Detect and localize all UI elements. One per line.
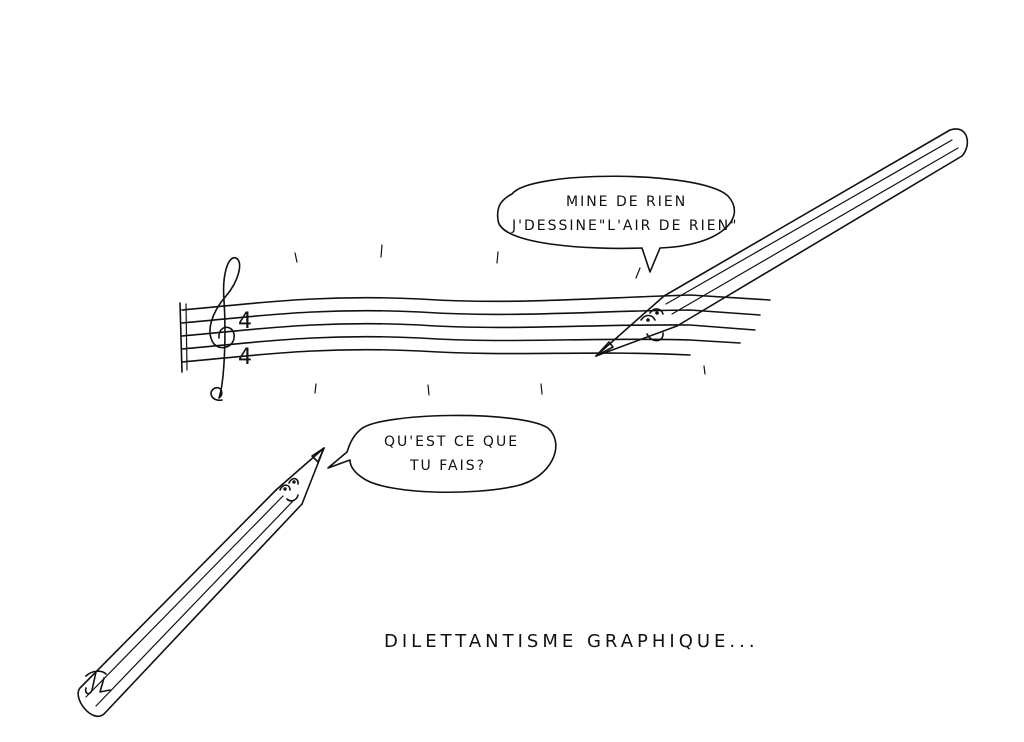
pencil2-eye [279, 484, 291, 491]
staff-line-3 [181, 322, 756, 337]
pencil2-mouth [286, 494, 299, 502]
pencil-lead [595, 341, 614, 357]
pencil2-facet-line [85, 495, 284, 698]
motion-mark [496, 251, 499, 264]
curious-pencil [77, 447, 325, 717]
bottom-speech-bubble-outline [327, 414, 557, 494]
pencil-tip-upper [595, 295, 665, 357]
motion-mark [540, 383, 543, 395]
bottom-bubble-line-2: TU FAIS? [409, 458, 486, 474]
pencil-body-outline [663, 128, 969, 327]
music-staff: 4 4 [179, 244, 771, 402]
motion-mark [380, 244, 383, 258]
pencil2-eye [288, 477, 299, 485]
top-bubble-line-2: J'DESSINE"L'AIR DE RIEN" [511, 218, 739, 234]
pencil2-lead [311, 447, 325, 463]
signature-mark [84, 670, 111, 695]
pencil2-body-outline [77, 489, 303, 717]
pencil-eye [640, 314, 656, 321]
top-speech-bubble-outline [496, 175, 736, 273]
pencil-pupil [655, 311, 659, 315]
bottom-speech-bubble: QU'EST CE QUE TU FAIS? [327, 414, 557, 494]
motion-mark [294, 252, 298, 263]
staff-start-barline-thin [185, 303, 188, 371]
top-bubble-line-1: MINE DE RIEN [566, 194, 687, 210]
staff-start-barline [179, 302, 183, 373]
motion-mark [427, 384, 430, 396]
time-signature-top: 4 [238, 309, 253, 334]
caption-title: DILETTANTISME GRAPHIQUE... [384, 631, 759, 652]
staff-line-4 [181, 335, 741, 350]
staff-line-5 [181, 348, 691, 363]
pencil2-tip-left [275, 447, 325, 491]
pencil-facet-line [671, 147, 959, 315]
pencil2-pupil [283, 487, 287, 491]
pencil-pupil [646, 318, 650, 322]
pencil-facet-line [665, 139, 953, 305]
artist-signature [84, 670, 111, 695]
pencil-eye [649, 308, 664, 315]
drawing-pencil [595, 128, 969, 357]
pencil2-pupil [292, 480, 296, 484]
staff-line-2 [181, 309, 761, 324]
motion-mark [703, 365, 706, 375]
top-speech-bubble: MINE DE RIEN J'DESSINE"L'AIR DE RIEN" [496, 175, 739, 273]
time-signature-bottom: 4 [238, 345, 253, 370]
bottom-bubble-line-1: QU'EST CE QUE [384, 434, 519, 450]
pencil-tongue [646, 332, 664, 342]
pencil2-facet-line [95, 500, 294, 707]
staff-line-1 [181, 294, 771, 311]
motion-mark [314, 383, 317, 394]
pencil-tip-lower [595, 325, 678, 357]
motion-mark [635, 267, 641, 279]
treble-clef-icon [209, 257, 241, 402]
